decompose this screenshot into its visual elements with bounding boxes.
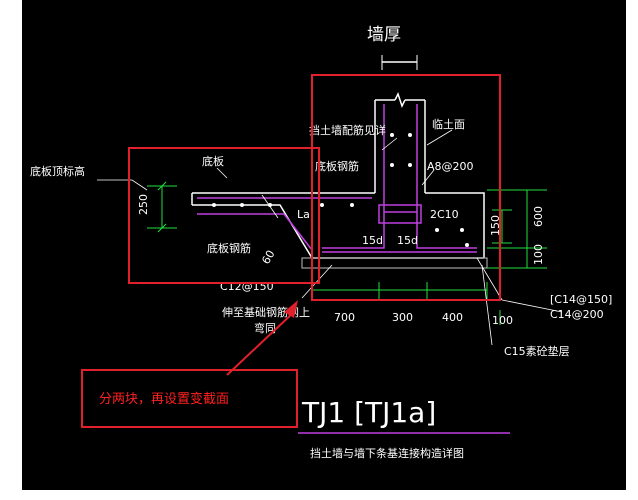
dim-150-label: 150 <box>489 215 502 236</box>
retaining-wall-outline <box>374 92 426 193</box>
rebar-dots <box>212 133 469 247</box>
label-la: La <box>297 208 310 221</box>
label-bottom-slab-top-elevation: 底板顶标高 <box>30 164 85 178</box>
label-a8-200: A8@200 <box>427 160 474 173</box>
c15-cushion-layer <box>301 257 488 269</box>
label-bottom-slab-rebar-upper: 底板钢筋 <box>315 159 359 173</box>
highlight-box-left <box>128 147 320 284</box>
label-15d-right: 15d <box>397 234 418 247</box>
leader-lines <box>97 129 563 346</box>
dim-250-label: 250 <box>137 194 150 215</box>
label-c14-150: [C14@150] <box>550 293 612 306</box>
detail-title: TJ1 [TJ1a] <box>301 396 436 429</box>
cad-drawing: 墙厚 <box>22 0 626 490</box>
detail-subtitle: 挡土墙与墙下条基连接构造详图 <box>310 446 464 460</box>
label-extend-line1: 伸至基础钢筋网上 <box>222 305 310 319</box>
dim-left-250 <box>147 181 177 233</box>
dim-700-label: 700 <box>334 311 355 324</box>
label-60: 60 <box>259 248 277 267</box>
rebar-layout <box>197 104 477 253</box>
label-2c10: 2C10 <box>430 208 459 221</box>
dim-right <box>487 189 547 269</box>
label-15d-left: 15d <box>362 234 383 247</box>
detail-drawing-svg: 墙厚 <box>30 25 612 460</box>
label-c15-cushion: C15素砼垫层 <box>504 344 570 358</box>
dim-600-label: 600 <box>532 206 545 227</box>
callout-box <box>81 369 298 428</box>
dim-400-label: 400 <box>442 311 463 324</box>
label-bottom-slab: 底板 <box>202 154 224 168</box>
dim-100-right-label: 100 <box>532 244 545 265</box>
dim-100-bottom-label: 100 <box>492 314 513 327</box>
label-retaining-wall-rebar: 挡土墙配筋见详 <box>309 123 386 137</box>
label-c12-150: C12@150 <box>220 280 274 293</box>
dim-300-label: 300 <box>392 311 413 324</box>
callout-text: 分两块，再设置变截面 <box>99 391 229 407</box>
wall-thickness-title: 墙厚 <box>367 25 401 45</box>
callout-arrow <box>226 300 298 376</box>
label-extend-line2: 弯同 <box>254 321 276 335</box>
label-bottom-slab-rebar-lower: 底板钢筋 <box>207 241 251 255</box>
label-soil-face: 临土面 <box>432 117 465 131</box>
highlight-box-right <box>311 74 501 301</box>
label-c14-200: C14@200 <box>550 308 604 321</box>
